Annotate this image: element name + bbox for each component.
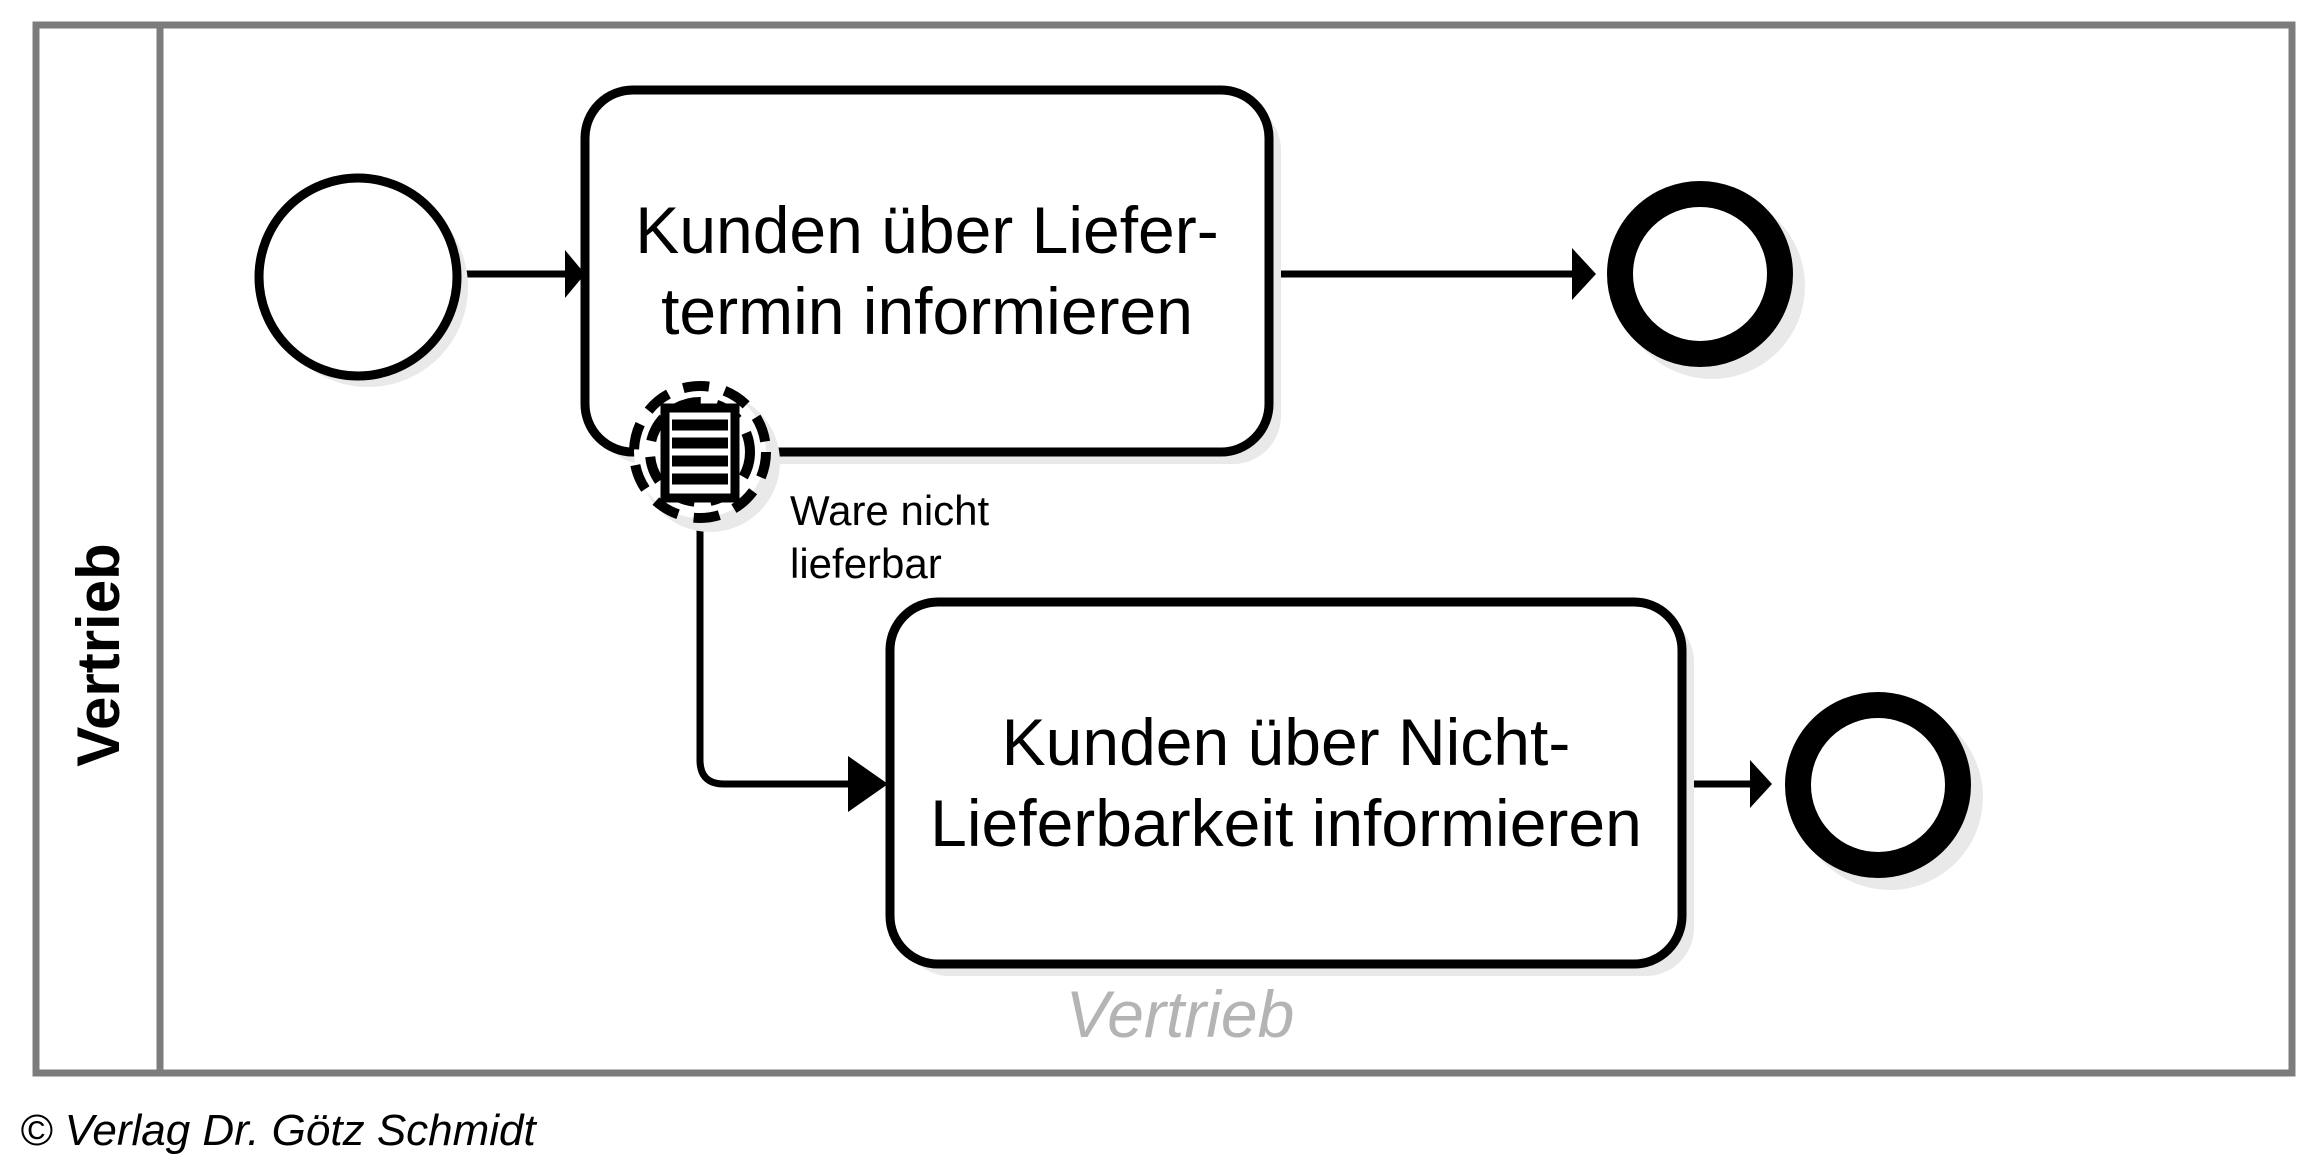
pool-watermark-label: Vertrieb: [1066, 977, 1295, 1051]
boundary-event-conditional[interactable]: [629, 381, 780, 532]
flow-label-goods-unavailable: Ware nicht lieferbar: [790, 487, 990, 587]
task-upper-label-line2: termin informieren: [661, 274, 1193, 348]
task-inform-non-deliverability[interactable]: Kunden über Nicht- Lieferbarkeit informi…: [885, 597, 1694, 976]
flow-label-line2: lieferbar: [790, 540, 942, 587]
start-event-circle[interactable]: [254, 173, 462, 381]
conditional-rule-icon: [660, 403, 740, 503]
task-upper-box[interactable]: [580, 85, 1274, 457]
task-lower-box[interactable]: [885, 597, 1687, 969]
flow-label-line1: Ware nicht: [790, 487, 990, 534]
flow-boundary-to-task-lower[interactable]: [696, 510, 888, 812]
end-event-lower[interactable]: [1785, 692, 1983, 890]
task-lower-label-line1: Kunden über Nicht-: [1002, 705, 1571, 779]
task-inform-delivery-date[interactable]: Kunden über Liefer- termin informieren: [580, 85, 1281, 464]
flow-task-upper-to-end-upper[interactable]: [1272, 248, 1596, 300]
flow-start-to-task-upper[interactable]: [455, 250, 585, 298]
lane-label: Vertrieb: [65, 543, 132, 766]
task-upper-label-line1: Kunden über Liefer-: [635, 193, 1218, 267]
end-event-lower-circle[interactable]: [1785, 692, 1971, 878]
end-event-upper[interactable]: [1607, 181, 1805, 379]
boundary-event-inner-ring: [645, 397, 755, 507]
end-event-upper-circle[interactable]: [1607, 181, 1793, 367]
copyright-notice: © Verlag Dr. Götz Schmidt: [20, 1106, 538, 1155]
task-lower-label-line2: Lieferbarkeit informieren: [930, 786, 1642, 860]
start-event[interactable]: [254, 173, 468, 387]
